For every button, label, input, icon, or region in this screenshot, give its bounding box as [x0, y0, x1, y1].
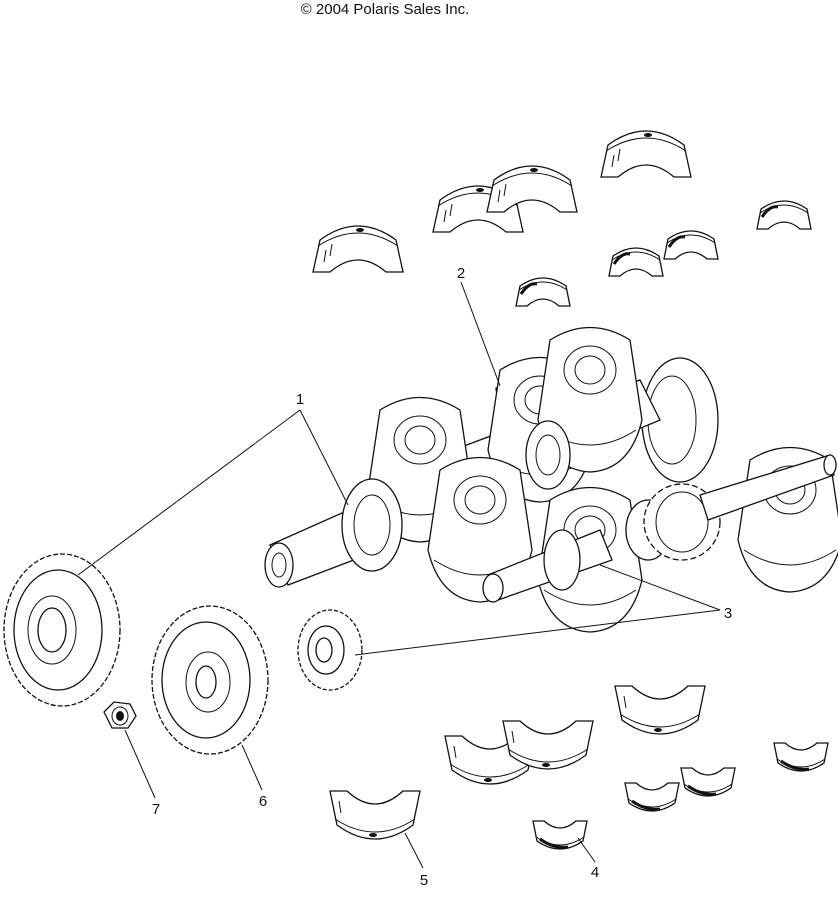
callout-4: 4 [591, 864, 599, 881]
nut [103, 701, 137, 729]
callout-labels: 1 2 3 4 5 6 7 [152, 265, 732, 889]
gear-medium [151, 605, 269, 755]
callout-5: 5 [420, 872, 428, 889]
callout-6: 6 [259, 793, 267, 810]
callout-3: 3 [724, 605, 732, 622]
gear-large-helical [3, 553, 121, 707]
callout-1: 1 [296, 391, 304, 408]
lower-main-bearing-shells [329, 685, 706, 840]
gear-small [297, 609, 363, 691]
crankshaft [264, 326, 838, 633]
upper-rod-bearing-shells [514, 199, 813, 308]
callout-2: 2 [457, 265, 465, 282]
copyright-notice: © 2004 Polaris Sales Inc. [300, 1, 470, 18]
leader-lines [77, 281, 721, 869]
callout-7: 7 [152, 801, 160, 818]
